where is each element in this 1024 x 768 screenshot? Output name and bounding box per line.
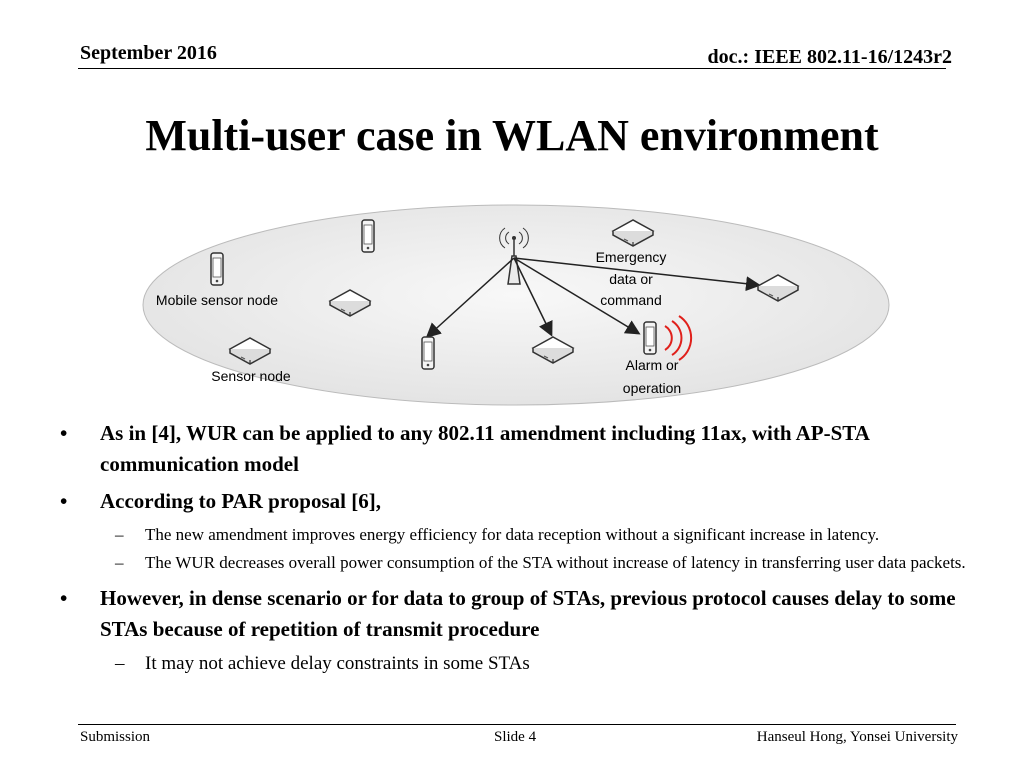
footer-submission: Submission xyxy=(80,729,151,745)
bullet-mark: • xyxy=(60,586,68,610)
sub-bullet-item: – It may not achieve delay constraints i… xyxy=(60,651,970,677)
bullet-list: • As in [4], WUR can be applied to any 8… xyxy=(60,418,970,681)
transmission-arrows xyxy=(425,257,761,339)
mobile-sensor-node-label: Mobile sensor node xyxy=(156,292,278,308)
header-divider xyxy=(78,68,946,69)
header-doc-id: doc.: IEEE 802.11-16/1243r2 xyxy=(707,46,952,68)
bullet-text: As in [4], WUR can be applied to any 802… xyxy=(100,421,869,476)
network-diagram: Mobile sensor node Sensor node Emergency… xyxy=(142,204,890,406)
bullet-item: • According to PAR proposal [6], xyxy=(60,486,970,517)
mobile-sensor-node-icon xyxy=(421,336,435,370)
sub-bullet-mark: – xyxy=(115,525,124,544)
mobile-sensor-node-icon xyxy=(361,219,375,253)
sub-bullet-item: – The WUR decreases overall power consum… xyxy=(60,551,970,575)
wlan-coverage-ellipse xyxy=(142,204,890,406)
emergency-label-line3: command xyxy=(600,292,661,308)
bullet-item: • However, in dense scenario or for data… xyxy=(60,583,970,645)
sub-bullet-text: The WUR decreases overall power consumpt… xyxy=(145,553,966,572)
sub-bullet-text: The new amendment improves energy effici… xyxy=(145,525,880,544)
alarm-label-line1: Alarm or xyxy=(626,357,679,373)
footer-slide-number: Slide 4 xyxy=(494,729,537,745)
bullet-item: • As in [4], WUR can be applied to any 8… xyxy=(60,418,970,480)
sensor-node-label: Sensor node xyxy=(211,368,291,384)
alarm-label-line2: operation xyxy=(623,380,681,396)
header-date: September 2016 xyxy=(80,42,217,64)
bullet-mark: • xyxy=(60,421,68,445)
bullet-mark: • xyxy=(60,489,68,513)
slide-title: Multi-user case in WLAN environment xyxy=(145,111,879,160)
footer-divider xyxy=(78,724,956,725)
emergency-label-line1: Emergency xyxy=(596,249,667,265)
emergency-label-line2: data or xyxy=(609,271,653,287)
alarm-node-icon xyxy=(643,321,657,355)
bullet-text: According to PAR proposal [6], xyxy=(100,489,381,513)
sub-bullet-mark: – xyxy=(115,553,124,572)
bullet-text: However, in dense scenario or for data t… xyxy=(100,586,956,641)
sub-bullet-item: – The new amendment improves energy effi… xyxy=(60,523,970,547)
alarm-signal-icon xyxy=(664,315,693,361)
sub-bullet-text: It may not achieve delay constraints in … xyxy=(145,653,530,674)
sub-bullet-mark: – xyxy=(115,653,125,674)
mobile-sensor-node-icon xyxy=(210,252,224,286)
footer-author: Hanseul Hong, Yonsei University xyxy=(756,729,958,745)
